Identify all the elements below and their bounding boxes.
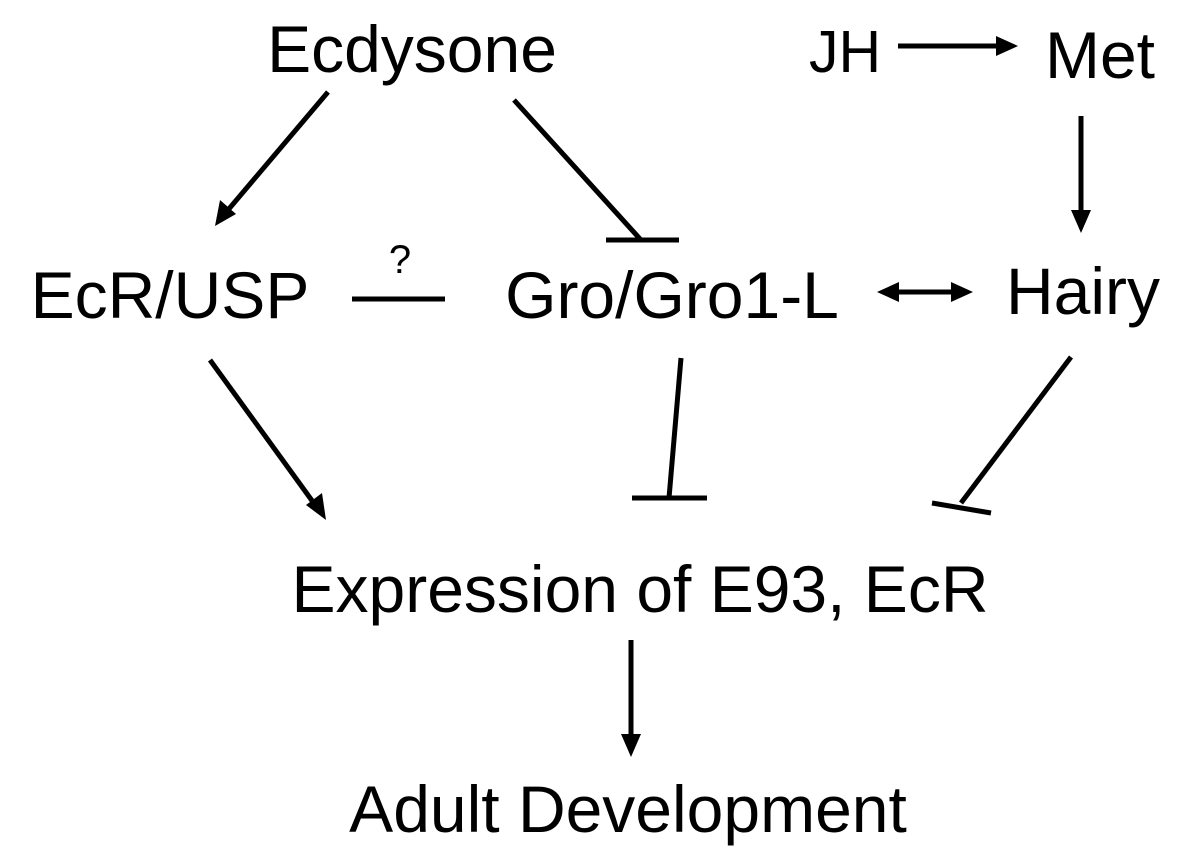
edge-gro-inhibits-expression [632, 357, 707, 501]
node-expression-e93-ecr: Expression of E93, EcR [292, 552, 989, 626]
node-adult-development: Adult Development [349, 772, 907, 846]
edge-hairy-inhibits-expression [931, 355, 1073, 516]
edge-ecdysone-inhibits-gro [512, 98, 679, 243]
node-hairy: Hairy [1006, 254, 1160, 328]
node-ecr-usp: EcR/USP [31, 258, 310, 332]
edge-met-to-hairy [1071, 116, 1091, 233]
edge-jh-to-met [898, 36, 1018, 56]
node-gro-gro1-l: Gro/Gro1-L [505, 258, 839, 332]
edge-ecr-usp-to-expression [207, 358, 326, 520]
node-met: Met [1045, 18, 1155, 92]
edge-ecdysone-to-ecr-usp [215, 90, 330, 226]
node-jh: JH [809, 19, 881, 85]
edge-gro-hairy-bidirectional [877, 282, 973, 302]
edge-label-question: ? [389, 238, 411, 282]
node-ecdysone: Ecdysone [267, 12, 557, 86]
edge-expression-to-adult-development [621, 640, 641, 757]
